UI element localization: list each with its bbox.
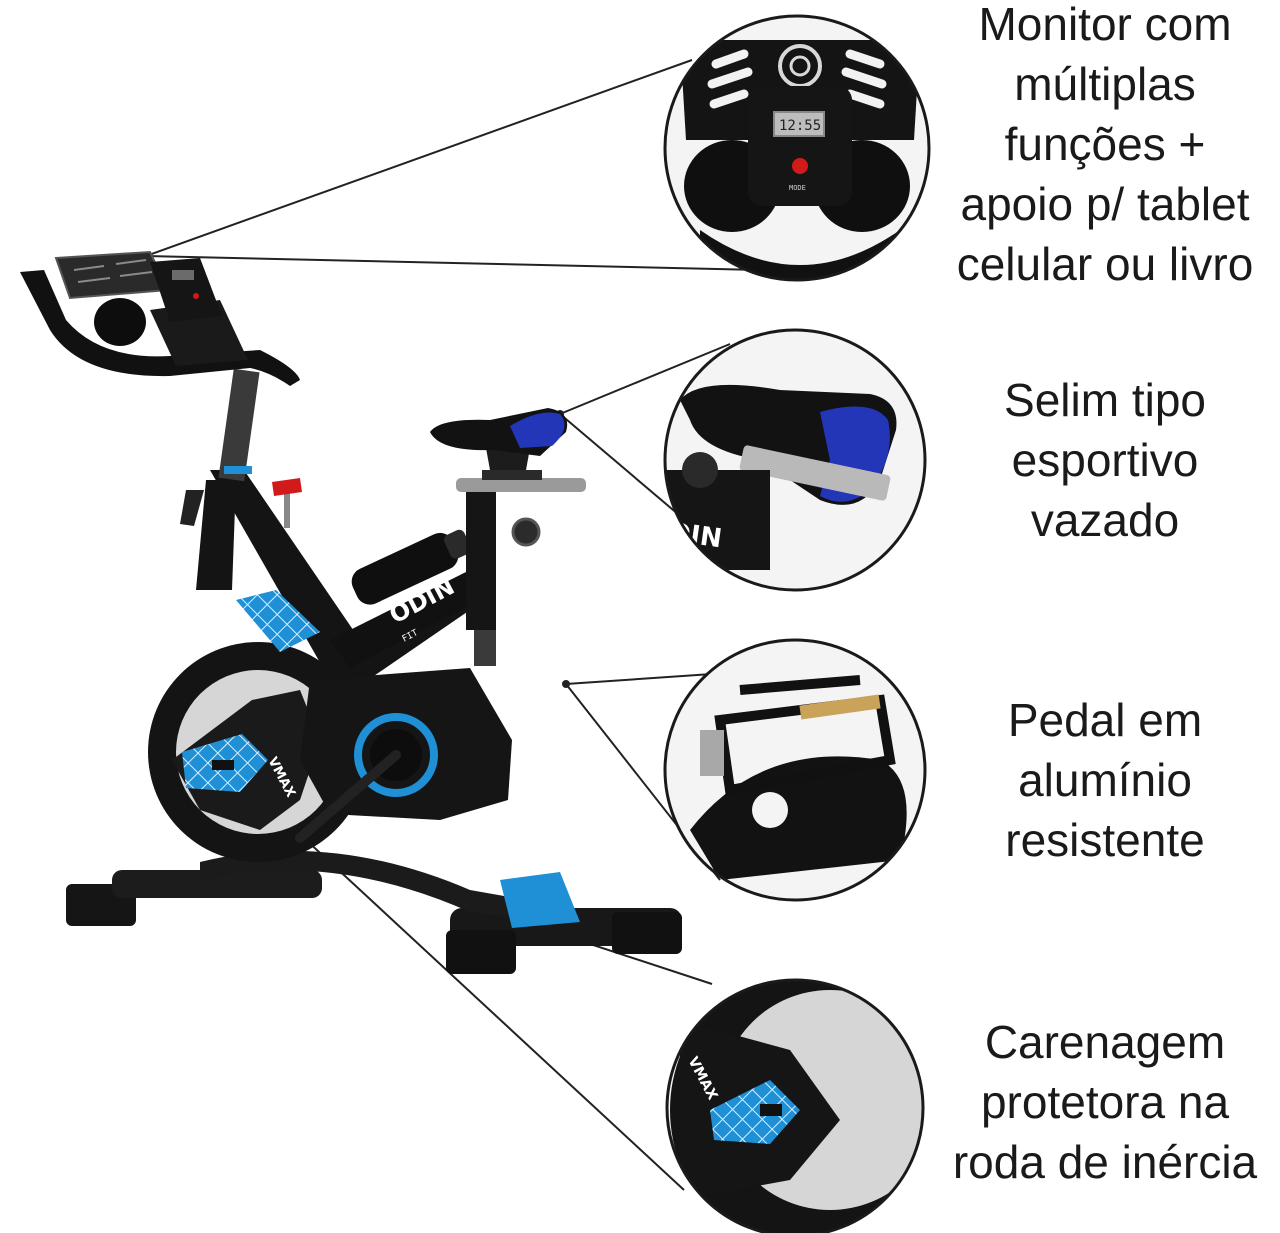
caption-monitor-line: funções + (1004, 118, 1206, 170)
seat-post (466, 480, 496, 630)
caption-pedal: Pedal em alumínio resistente (930, 690, 1280, 870)
caption-guard-line: roda de inércia (952, 1136, 1258, 1188)
callout-line-pedal-top (565, 673, 713, 685)
crank-arm (295, 750, 401, 843)
callout-line-monitor-top (145, 59, 693, 257)
callout-line-monitor-bottom (145, 255, 761, 271)
front-foot-right (612, 912, 682, 954)
caption-pedal-line: resistente (1005, 814, 1205, 866)
console (150, 258, 222, 322)
caption-monitor-line: múltiplas (1014, 58, 1196, 110)
callout-line-seat-top (559, 343, 731, 415)
caption-monitor-line: celular ou livro (956, 238, 1254, 290)
frame-front-leg (196, 480, 236, 590)
caption-monitor-line: apoio p/ tablet (960, 178, 1250, 230)
crank-ring (354, 713, 438, 797)
zoom-seat-frame-label: DIN (667, 517, 724, 554)
base-beam (200, 850, 560, 924)
caption-guard-line: protetora na (980, 1076, 1230, 1128)
seat-post-inner (474, 630, 496, 666)
exercise-bike: ODIN FIT VMAX (20, 250, 682, 974)
caption-flywheel-guard: Carenagem protetora na roda de inércia (930, 1012, 1280, 1192)
steering-post-band (224, 466, 252, 474)
cup-holder (94, 298, 146, 346)
callout-lines (145, 59, 761, 1191)
monitor-mode-button (792, 158, 808, 174)
seat-knob (511, 517, 541, 547)
caption-pedal-line: Pedal em (1007, 694, 1203, 746)
front-foot-cover (500, 872, 580, 928)
callout-dot-pedal (562, 680, 570, 688)
frame-to-seat (330, 570, 480, 668)
zoom-guard: VMAX (665, 978, 925, 1233)
tablet-holder (54, 250, 170, 300)
monitor-screen (773, 111, 825, 137)
steering-post (218, 368, 260, 482)
frame-accent (236, 590, 320, 652)
caption-monitor-line: Monitor com (978, 0, 1232, 50)
caption-seat-line: esportivo (1011, 434, 1199, 486)
rear-stabilizer (112, 870, 322, 898)
zoom-monitor: 12:55 MODE (663, 14, 931, 282)
seat-blue-panel (510, 412, 565, 448)
front-foot (446, 930, 516, 974)
zoom-pedal (663, 638, 927, 902)
water-bottle (351, 529, 472, 605)
caption-pedal-line: alumínio (1018, 754, 1192, 806)
zoom-seat: DIN (663, 328, 927, 592)
resistance-knob (272, 478, 302, 496)
callout-line-guard-bottom (249, 787, 685, 1191)
caption-monitor: Monitor com múltiplas funções + apoio p/… (930, 0, 1280, 294)
resistance-stem (284, 488, 290, 528)
monitor-time: 12:55 (779, 118, 821, 134)
seat-rail (456, 478, 586, 492)
monitor-mode-label: MODE (789, 184, 806, 192)
caption-seat-line: vazado (1030, 494, 1180, 546)
adjust-lever (180, 490, 204, 526)
caption-guard-line: Carenagem (984, 1016, 1226, 1068)
caption-seat: Selim tipo esportivo vazado (930, 370, 1280, 550)
caption-seat-line: Selim tipo (1004, 374, 1206, 426)
